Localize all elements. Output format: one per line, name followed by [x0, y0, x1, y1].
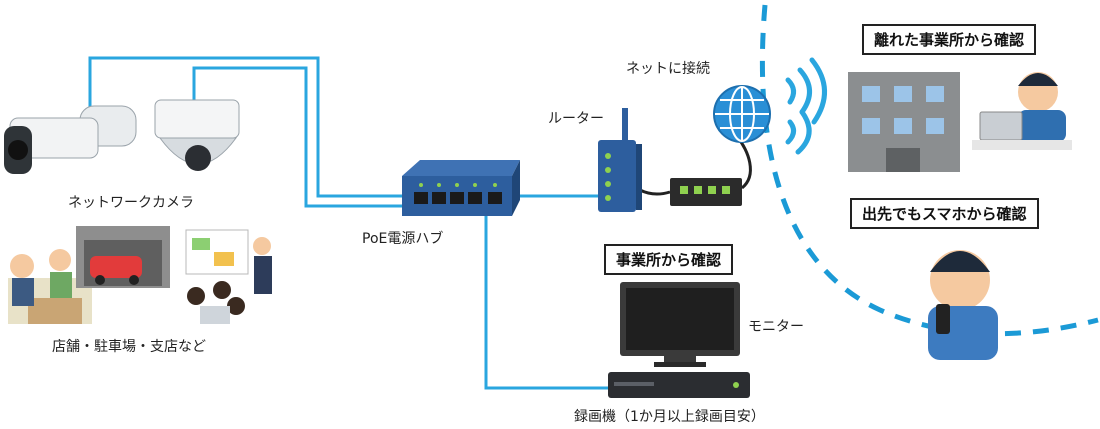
- cable-router-switch: [639, 188, 671, 196]
- wireless-signal-icon: [785, 57, 827, 155]
- branch-meeting-illustration: [185, 229, 272, 324]
- internet-label: ネットに接続: [626, 61, 710, 77]
- remote-worker-illustration: [972, 72, 1072, 150]
- camera-label: ネットワークカメラ: [68, 195, 194, 211]
- dome-camera-icon: [154, 99, 240, 171]
- sites-label: 店舗・駐車場・支店など: [52, 339, 206, 355]
- monitor-icon: [620, 282, 740, 367]
- remote-office-callout: 離れた事業所から確認: [862, 24, 1037, 55]
- cable-camera1-hub: [88, 56, 402, 198]
- recorder-icon: [608, 372, 750, 398]
- cables: [88, 56, 608, 390]
- bullet-camera-icon: [4, 105, 137, 174]
- poe-hub-label: PoE電源ハブ: [362, 231, 444, 247]
- shop-scene-illustration: [8, 249, 92, 324]
- office-callout: 事業所から確認: [604, 244, 734, 275]
- router-icon: [598, 108, 642, 212]
- monitor-label: モニター: [748, 319, 804, 335]
- internet-globe-icon: [713, 85, 771, 143]
- mobile-user-illustration: [928, 250, 998, 360]
- modem-icon: [670, 178, 742, 206]
- poe-hub-icon: [402, 160, 520, 216]
- router-label: ルーター: [548, 111, 604, 127]
- parking-garage-illustration: [76, 226, 170, 288]
- remote-office-building-icon: [848, 72, 960, 172]
- mobile-callout: 出先でもスマホから確認: [850, 198, 1039, 229]
- recorder-label: 録画機（1か月以上録画目安）: [574, 409, 765, 425]
- cable-hub-recorder: [484, 216, 608, 390]
- cable-camera2-hub: [192, 66, 402, 208]
